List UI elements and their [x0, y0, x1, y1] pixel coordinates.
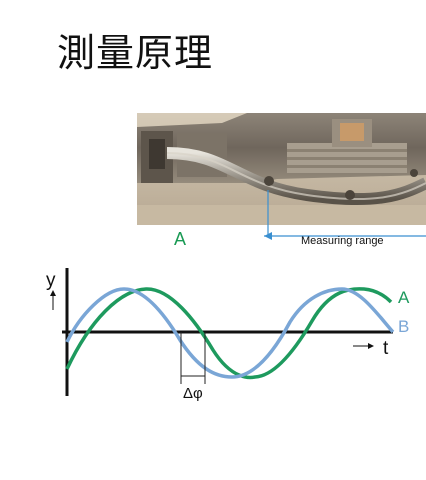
curve-b	[65, 287, 395, 379]
curve-a-label: A	[398, 288, 410, 307]
t-axis-label: t	[383, 338, 389, 359]
sensor-illustration	[137, 113, 426, 225]
phase-shift-diagram: y t A B Δφ	[46, 268, 410, 402]
photo-label-a: A	[174, 229, 187, 249]
curve-b-label: B	[398, 317, 409, 336]
slide-title: 測量原理	[57, 31, 214, 75]
measuring-range-label: Measuring range	[301, 235, 384, 247]
y-axis-label: y	[46, 270, 56, 291]
delta-phi-label: Δφ	[183, 385, 203, 402]
sensor-photo	[137, 113, 426, 225]
